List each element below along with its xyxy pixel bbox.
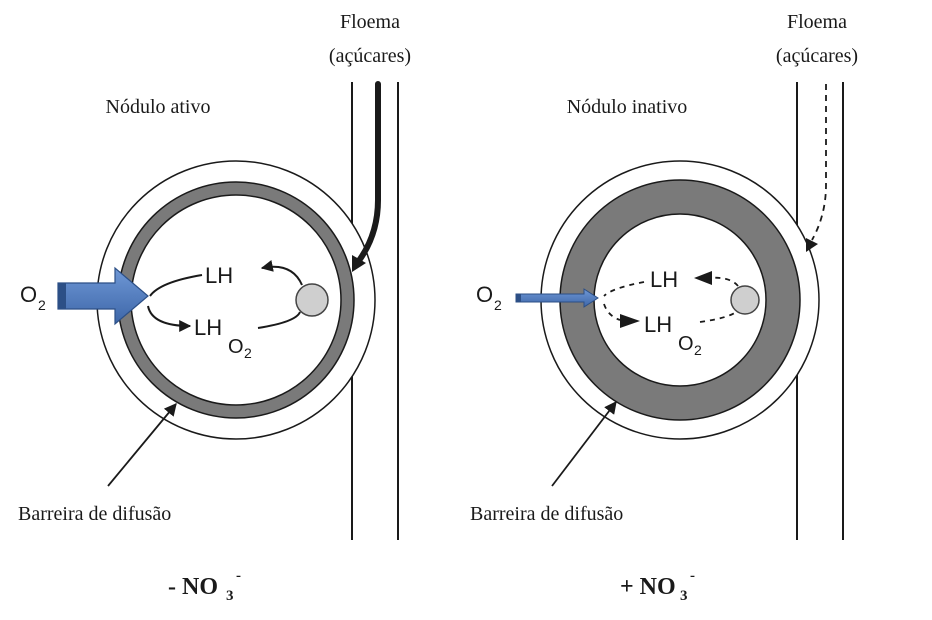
left-phloem-label-line2: (açúcares) xyxy=(329,45,411,67)
right-condition-label: + NO 3 - xyxy=(620,568,695,604)
left-condition-main: - NO xyxy=(168,574,218,600)
right-sugar-flow-arrow xyxy=(811,84,827,241)
left-cycle-arrow-to-lho2 xyxy=(147,305,192,332)
left-lho2-label: LH O 2 xyxy=(194,315,252,361)
right-cycle-arrow-from-lh xyxy=(603,281,645,297)
left-bacteroid-cell xyxy=(295,283,329,317)
right-cycle-arrow-from-lho2 xyxy=(699,311,737,323)
left-lho2-2: 2 xyxy=(244,345,252,361)
left-o2-sub: 2 xyxy=(38,297,46,313)
left-lh-label: LH xyxy=(205,263,233,288)
left-barrier-label: Barreira de difusão xyxy=(18,503,171,525)
left-o2-label: O xyxy=(20,282,37,307)
left-lho2-text: LH xyxy=(194,315,222,340)
left-barrier-pointer xyxy=(107,403,177,487)
right-nodule-label: Nódulo inativo xyxy=(567,96,688,118)
right-condition-sub: 3 xyxy=(680,588,688,604)
left-cycle-arrow-from-lho2 xyxy=(257,311,301,329)
right-panel: Floema (açúcares) Nódulo inativo LH LH O… xyxy=(470,11,858,604)
right-lho2-2: 2 xyxy=(694,342,702,358)
left-condition-label: - NO 3 - xyxy=(168,568,241,604)
right-cycle-arrowhead-to-lh xyxy=(694,271,712,285)
right-lh-label: LH xyxy=(650,267,678,292)
right-phloem-label-line2: (açúcares) xyxy=(776,45,858,67)
right-cycle-arrowhead-to-lho2 xyxy=(620,314,640,328)
left-lho2-o: O xyxy=(228,336,244,358)
left-condition-sup: - xyxy=(236,568,241,584)
right-barrier-pointer xyxy=(551,400,617,487)
right-bacteroid-cell xyxy=(730,285,760,315)
right-o2-label: O xyxy=(476,282,493,307)
left-cycle-arrow-from-lh xyxy=(149,274,203,297)
right-phloem-label-line1: Floema xyxy=(787,11,847,33)
right-condition-sup: - xyxy=(690,568,695,584)
left-sugar-flow-arrowhead xyxy=(352,255,366,272)
right-sugar-flow-arrowhead xyxy=(806,238,818,252)
right-o2-arrow xyxy=(515,288,599,308)
right-o2-sub: 2 xyxy=(494,297,502,313)
left-cycle-arrow-to-lh xyxy=(260,260,303,286)
right-lho2-o: O xyxy=(678,333,694,355)
left-o2-arrow xyxy=(57,266,149,326)
left-phloem-label-line1: Floema xyxy=(340,11,400,33)
right-lho2-label: LH O 2 xyxy=(644,312,702,358)
left-panel: Floema (açúcares) Nódulo ativo LH LH O 2 xyxy=(18,11,411,604)
left-nodule-label: Nódulo ativo xyxy=(106,96,211,118)
right-lho2-text: LH xyxy=(644,312,672,337)
right-barrier-label: Barreira de difusão xyxy=(470,503,623,525)
left-sugar-flow-arrow xyxy=(355,81,381,265)
right-cycle-arrow-to-lho2 xyxy=(603,303,621,321)
right-condition-main: + NO xyxy=(620,574,676,600)
left-condition-sub: 3 xyxy=(226,588,234,604)
